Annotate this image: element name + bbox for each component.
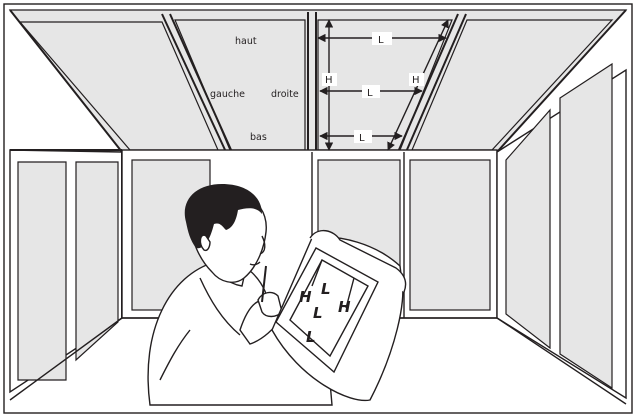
label-top: haut [235,36,257,47]
dim-length-mid: L [367,88,373,99]
pad-length-3: L [306,328,316,346]
dim-height-left: H [325,75,333,86]
pad-height-2: H [338,298,351,316]
label-left: gauche [210,89,245,100]
person-sketching-icon [147,184,361,406]
pad-height-1: H [299,288,312,306]
drawing-board: H L L H L [271,230,407,402]
dim-length-top: L [378,35,384,46]
right-wall [496,62,627,400]
pad-length-1: L [321,280,331,298]
left-wall [9,149,123,394]
roof-dimensions: L L L H H [317,19,449,151]
dim-height-right: H [412,75,420,86]
label-right: droite [271,89,299,100]
dim-length-bottom: L [359,133,365,144]
label-bottom: bas [250,132,267,143]
pad-length-2: L [313,304,323,322]
